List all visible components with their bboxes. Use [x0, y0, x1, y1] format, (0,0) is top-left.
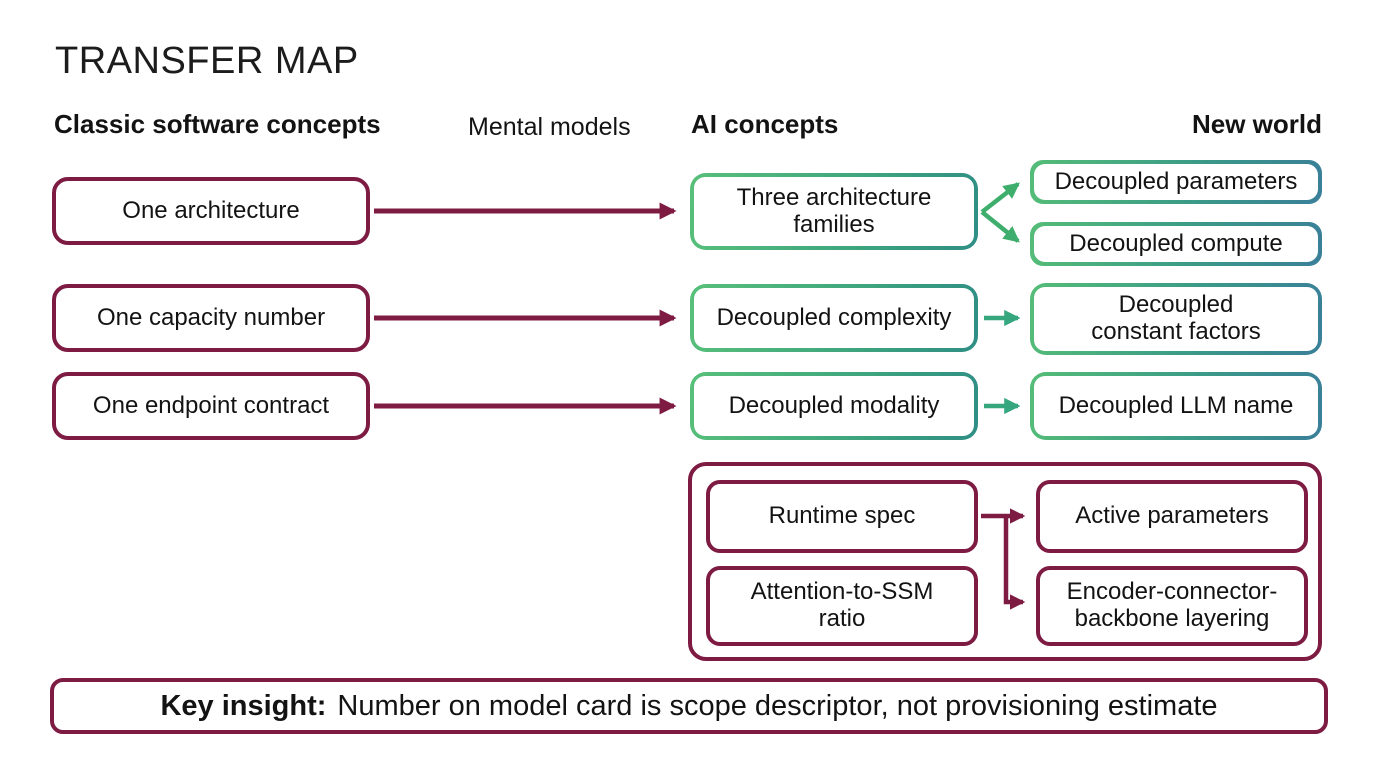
box-label-line: backbone layering [1074, 605, 1270, 632]
box-decoupled-constant-factors: Decoupled constant factors [1030, 283, 1322, 355]
box-decoupled-compute: Decoupled compute [1030, 222, 1322, 266]
box-encoder-connector-backbone-layering: Encoder-connector- backbone layering [1036, 566, 1308, 646]
key-insight-label: Key insight: [160, 689, 327, 722]
key-insight-banner: Key insight: Number on model card is sco… [50, 678, 1328, 734]
box-attention-to-ssm-ratio: Attention-to-SSM ratio [706, 566, 978, 646]
box-active-parameters: Active parameters [1036, 480, 1308, 553]
arrow-families-to-parameters [980, 182, 1020, 214]
box-label-line: Three architecture [736, 183, 932, 211]
arrow-runtime-to-encoder-layering [1003, 516, 1026, 610]
arrow-families-to-compute [980, 210, 1020, 243]
box-decoupled-modality: Decoupled modality [690, 372, 978, 440]
box-label: Decoupled complexity [716, 303, 952, 331]
column-header-mental-models: Mental models [468, 113, 631, 141]
box-label-line: ratio [818, 605, 866, 632]
box-decoupled-llm-name: Decoupled LLM name [1030, 372, 1322, 440]
detail-group-outline [688, 462, 1322, 661]
box-label: One endpoint contract [92, 391, 330, 419]
page-title: TRANSFER MAP [55, 40, 359, 82]
box-label: Runtime spec [768, 502, 916, 530]
box-label: One architecture [122, 196, 300, 224]
box-three-architecture-families: Three architecture families [690, 173, 978, 250]
box-label: Decoupled modality [728, 391, 940, 419]
box-label-line: Decoupled [1118, 291, 1234, 319]
box-label: Decoupled parameters [1054, 167, 1298, 195]
box-decoupled-complexity: Decoupled complexity [690, 284, 978, 352]
box-label: One capacity number [96, 303, 326, 331]
box-one-architecture: One architecture [52, 177, 370, 245]
box-one-capacity-number: One capacity number [52, 284, 370, 352]
box-label-line: Attention-to-SSM [750, 578, 934, 606]
box-label: Active parameters [1075, 502, 1269, 530]
column-header-ai-concepts: AI concepts [691, 109, 839, 139]
box-runtime-spec: Runtime spec [706, 480, 978, 553]
box-one-endpoint-contract: One endpoint contract [52, 372, 370, 440]
column-header-classic-software-concepts: Classic software concepts [54, 109, 381, 139]
box-label-line: families [793, 210, 875, 238]
key-insight-text: Number on model card is scope descriptor… [337, 689, 1218, 722]
box-label-line: constant factors [1091, 318, 1261, 345]
box-decoupled-parameters: Decoupled parameters [1030, 160, 1322, 204]
box-label-line: Encoder-connector- [1066, 578, 1278, 606]
box-label: Decoupled compute [1069, 229, 1283, 257]
column-header-new-world: New world [1191, 109, 1322, 139]
box-label: Decoupled LLM name [1058, 391, 1294, 419]
